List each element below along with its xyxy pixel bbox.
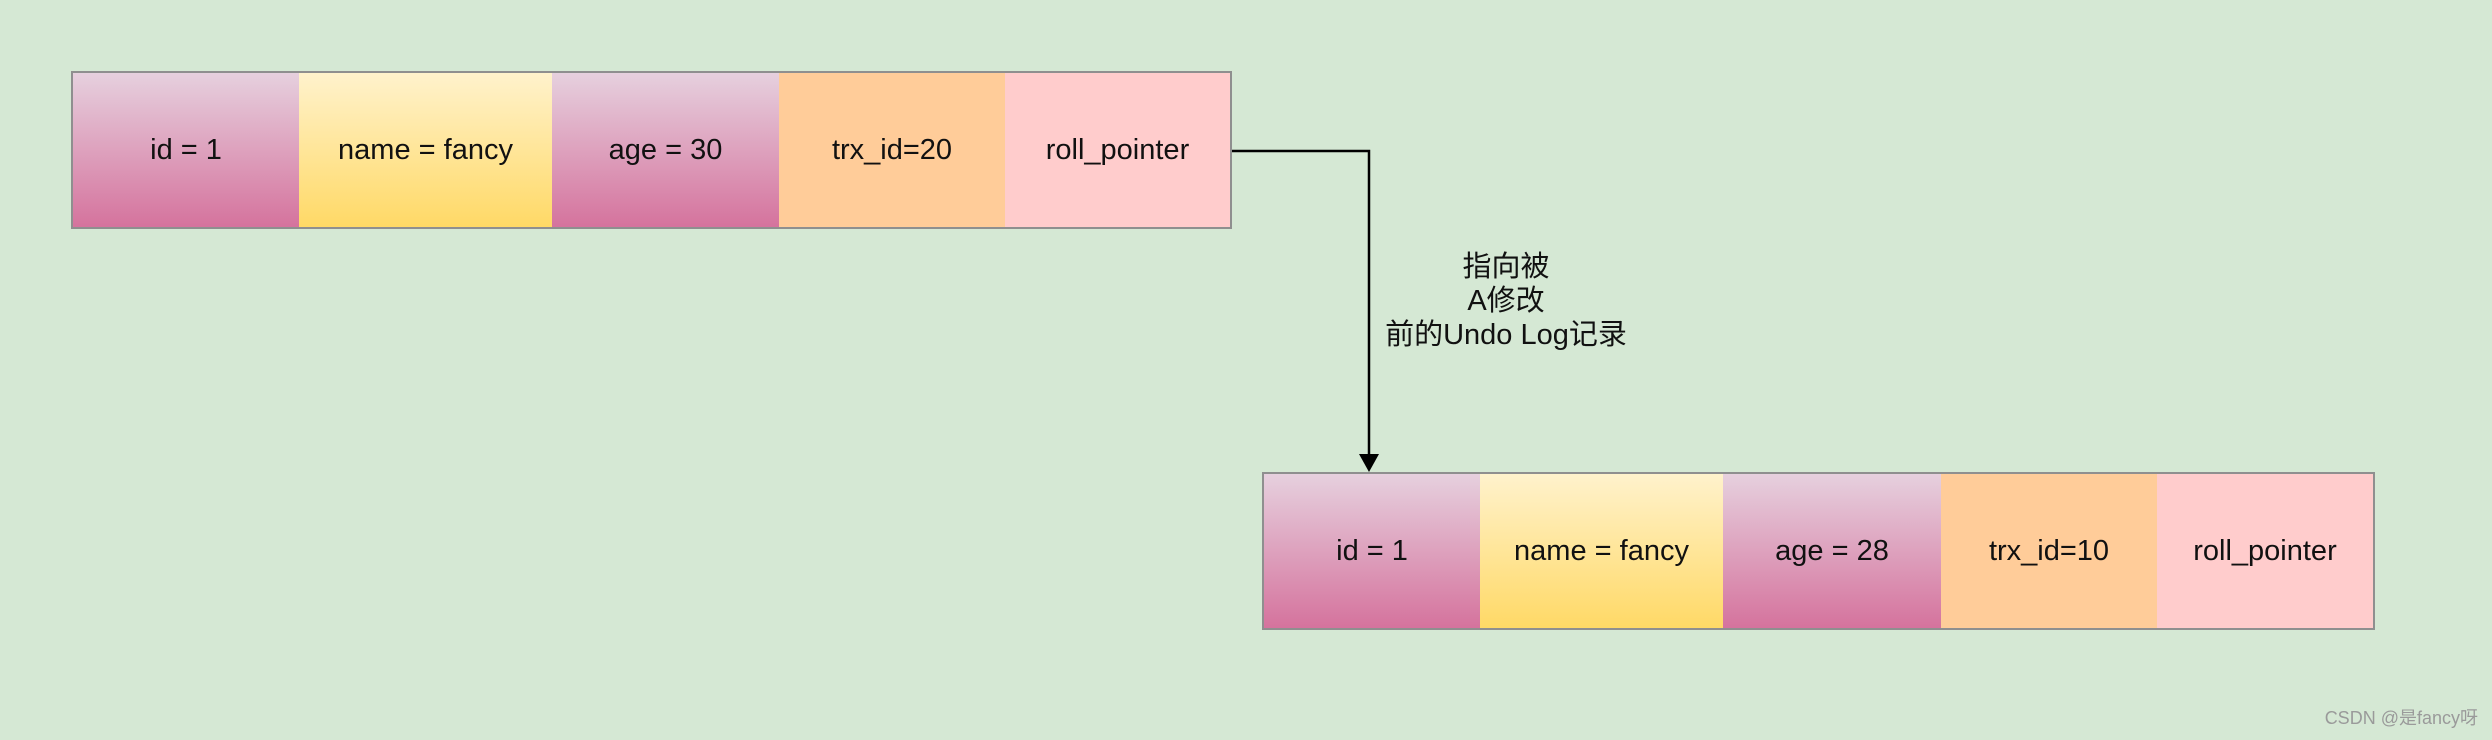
record-1-name-field: name = fancy xyxy=(299,73,552,227)
arrow-head-icon xyxy=(1359,454,1379,472)
record-1-roll-pointer-field: roll_pointer xyxy=(1005,73,1230,227)
record-1-id-field: id = 1 xyxy=(73,73,299,227)
record-1-trx-id-field: trx_id=20 xyxy=(779,73,1005,227)
watermark: CSDN @是fancy呀 xyxy=(2324,708,2478,728)
record-2-id-field: id = 1 xyxy=(1264,474,1480,628)
connector-label: 指向被 A修改 前的Undo Log记录 xyxy=(1370,250,1642,352)
record-1-age-field: age = 30 xyxy=(552,73,779,227)
current-record: id = 1 name = fancy age = 30 trx_id=20 r… xyxy=(71,71,1232,229)
connector-label-line-2: A修改 xyxy=(1467,285,1545,317)
connector-line xyxy=(1232,149,1371,458)
connector-label-line-3: 前的Undo Log记录 xyxy=(1385,319,1627,351)
record-2-age-field: age = 28 xyxy=(1723,474,1941,628)
record-2-trx-id-field: trx_id=10 xyxy=(1941,474,2157,628)
connector-label-line-1: 指向被 xyxy=(1462,251,1550,283)
undo-log-record: id = 1 name = fancy age = 28 trx_id=10 r… xyxy=(1262,472,2375,630)
record-2-roll-pointer-field: roll_pointer xyxy=(2157,474,2373,628)
record-2-name-field: name = fancy xyxy=(1480,474,1723,628)
